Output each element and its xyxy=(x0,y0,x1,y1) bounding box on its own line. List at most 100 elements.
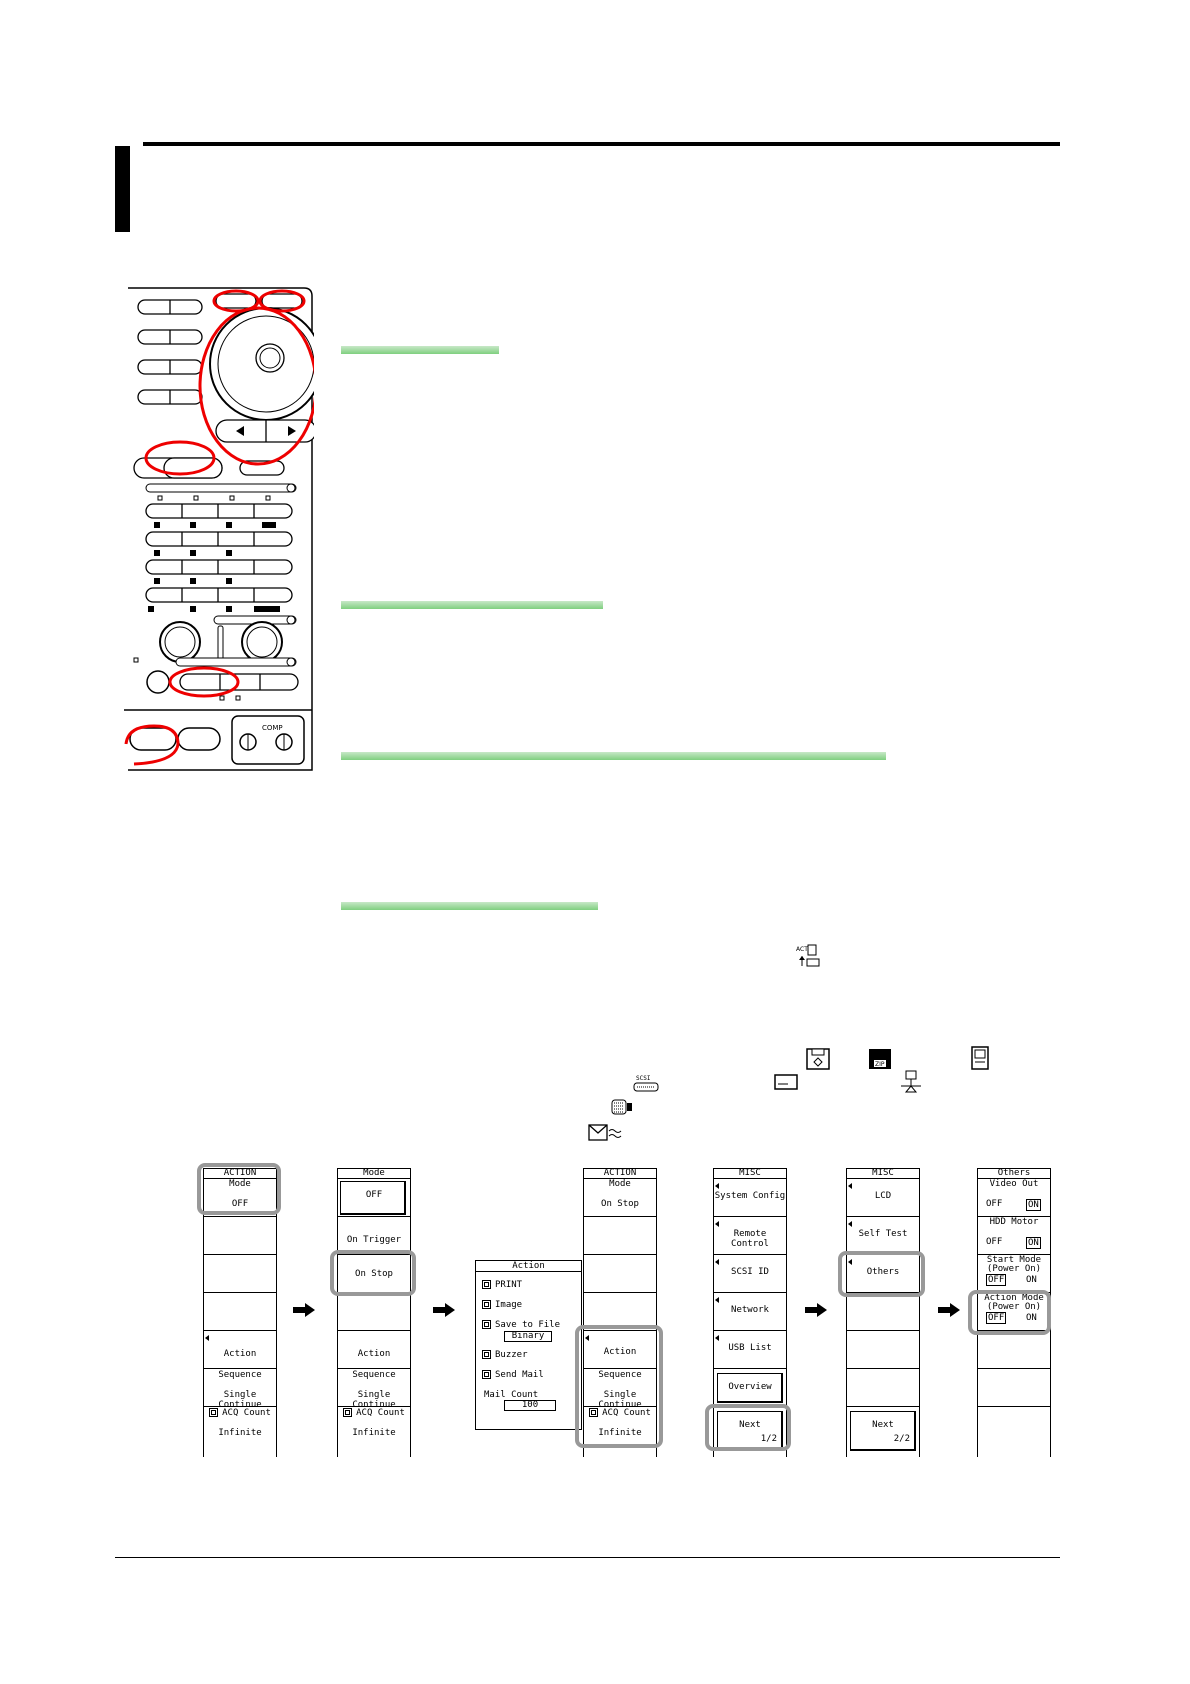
mode-softkey[interactable]: Mode On Stop xyxy=(584,1179,656,1217)
lcd-softkey[interactable]: LCD xyxy=(847,1179,919,1217)
acq-count-softkey[interactable]: ACQ Count Infinite xyxy=(204,1407,276,1445)
menu-title: MISC xyxy=(847,1169,919,1179)
dialog-title: Action xyxy=(476,1261,581,1272)
acq-count-label: ACQ Count xyxy=(356,1408,405,1418)
submenu-indicator-icon xyxy=(715,1297,719,1303)
send-mail-option[interactable]: Send Mail xyxy=(482,1370,544,1380)
action-softkey[interactable]: Action xyxy=(338,1331,410,1369)
highlight-mode xyxy=(197,1163,281,1215)
menu-title: Mode xyxy=(338,1169,410,1179)
acq-count-value: Infinite xyxy=(598,1428,642,1438)
on-trigger-option[interactable]: On Trigger xyxy=(338,1217,410,1255)
system-config-softkey[interactable]: System Config xyxy=(714,1179,786,1217)
misc-menu-page-2: MISC LCD Self Test Others Next 2/2 xyxy=(846,1168,920,1457)
sequence-value: Single Continue xyxy=(598,1390,642,1410)
submenu-indicator-icon xyxy=(585,1335,589,1341)
remote-control-label: Remote Control xyxy=(731,1229,769,1249)
start-mode-off: OFF xyxy=(986,1274,1007,1286)
menu-title: Others xyxy=(978,1169,1050,1179)
overview-softkey[interactable]: Overview xyxy=(717,1373,783,1403)
blank-softkey xyxy=(204,1217,276,1255)
menu-title: ACTION xyxy=(204,1169,276,1179)
scsi-id-label: SCSI ID xyxy=(731,1267,769,1277)
action-mode-icon: ACT xyxy=(796,944,820,967)
checkbox-icon xyxy=(343,1408,353,1417)
sequence-softkey[interactable]: Sequence Single Continue xyxy=(584,1369,656,1410)
image-label: Image xyxy=(495,1300,523,1310)
sequence-value: Single Continue xyxy=(218,1390,262,1410)
pc-card-icon xyxy=(971,1046,989,1070)
image-option[interactable]: Image xyxy=(482,1300,522,1310)
next-page-softkey[interactable]: Next 2/2 xyxy=(850,1411,916,1451)
mail-count-field[interactable]: 100 xyxy=(504,1400,556,1411)
front-panel-illustration: COMP xyxy=(124,287,314,771)
usb-list-label: USB List xyxy=(728,1343,772,1353)
mode-label: Mode xyxy=(229,1179,251,1189)
submenu-indicator-icon xyxy=(715,1335,719,1341)
others-softkey[interactable]: Others xyxy=(847,1255,919,1293)
floppy-disk-icon xyxy=(806,1048,830,1070)
start-mode-softkey[interactable]: Start Mode (Power On) OFF ON xyxy=(978,1255,1050,1293)
mode-off-option[interactable]: OFF xyxy=(340,1181,406,1215)
misc-menu-page-1: MISC System Config Remote Control SCSI I… xyxy=(713,1168,787,1457)
action-softkey[interactable]: Action xyxy=(584,1331,656,1369)
checkbox-icon xyxy=(209,1408,219,1417)
acq-count-softkey[interactable]: ACQ Count Infinite xyxy=(338,1407,410,1445)
action-softkey[interactable]: Action xyxy=(204,1331,276,1369)
network-label: Network xyxy=(731,1305,769,1315)
save-format-field[interactable]: Binary xyxy=(504,1331,552,1342)
sequence-softkey[interactable]: Sequence Single Continue xyxy=(204,1369,276,1410)
acq-count-value: Infinite xyxy=(218,1428,262,1438)
buzzer-label: Buzzer xyxy=(495,1350,528,1360)
action-mode-sub: (Power On) xyxy=(986,1302,1042,1312)
blank-softkey xyxy=(338,1293,410,1331)
page-indicator: 2/2 xyxy=(893,1434,910,1444)
start-mode-on: ON xyxy=(1026,1275,1037,1285)
header-rule xyxy=(143,142,1060,146)
scsi-id-softkey[interactable]: SCSI ID xyxy=(714,1255,786,1293)
mode-softkey[interactable]: Mode OFF xyxy=(204,1179,276,1217)
hdd-motor-off: OFF xyxy=(986,1237,1003,1247)
blank-softkey xyxy=(978,1407,1050,1445)
remote-control-softkey[interactable]: Remote Control xyxy=(714,1217,786,1255)
hdd-motor-on: ON xyxy=(1026,1237,1041,1249)
submenu-indicator-icon xyxy=(715,1183,719,1189)
video-out-softkey[interactable]: Video Out OFF ON xyxy=(978,1179,1050,1217)
system-config-label: System Config xyxy=(714,1191,786,1201)
checkbox-icon xyxy=(482,1320,491,1329)
sequence-value: Single Continue xyxy=(352,1390,396,1410)
network-softkey[interactable]: Network xyxy=(714,1293,786,1331)
mail-count-label: Mail Count xyxy=(484,1390,539,1400)
submenu-indicator-icon xyxy=(848,1259,852,1265)
buzzer-option[interactable]: Buzzer xyxy=(482,1350,528,1360)
acq-count-softkey[interactable]: ACQ Count Infinite xyxy=(584,1407,656,1445)
acq-count-value: Infinite xyxy=(352,1428,396,1438)
hdd-motor-softkey[interactable]: HDD Motor OFF ON xyxy=(978,1217,1050,1255)
start-mode-label: Start Mode xyxy=(986,1255,1042,1265)
others-menu: Others Video Out OFF ON HDD Motor OFF ON… xyxy=(977,1168,1051,1457)
mode-off-label: OFF xyxy=(365,1190,383,1200)
action-mode-on: ON xyxy=(1026,1313,1037,1323)
mail-icon xyxy=(588,1124,622,1141)
print-option[interactable]: PRINT xyxy=(482,1280,522,1290)
arrow-right-icon xyxy=(805,1303,827,1317)
sequence-label: Sequence xyxy=(352,1370,396,1380)
save-to-file-option[interactable]: Save to File xyxy=(482,1320,560,1330)
highlight-others xyxy=(838,1251,925,1297)
highlight-next xyxy=(705,1404,791,1451)
usb-list-softkey[interactable]: USB List xyxy=(714,1331,786,1369)
action-dialog: Action PRINT Image Save to File Binary B… xyxy=(475,1260,582,1430)
checkbox-icon xyxy=(589,1408,599,1417)
others-label: Others xyxy=(866,1267,900,1277)
action-label: Action xyxy=(603,1347,637,1357)
submenu-indicator-icon xyxy=(715,1259,719,1265)
action-mode-off: OFF xyxy=(986,1312,1007,1324)
blank-softkey xyxy=(584,1293,656,1331)
action-menu-off: ACTION Mode OFF Action Sequence Single C… xyxy=(203,1168,277,1457)
next-page-softkey[interactable]: Next 1/2 xyxy=(717,1411,783,1451)
sequence-softkey[interactable]: Sequence Single Continue xyxy=(338,1369,410,1410)
save-to-file-label: Save to File xyxy=(495,1320,561,1330)
self-test-softkey[interactable]: Self Test xyxy=(847,1217,919,1255)
mode-value: OFF xyxy=(231,1199,249,1209)
action-mode-softkey[interactable]: Action Mode (Power On) OFF ON xyxy=(978,1293,1050,1331)
